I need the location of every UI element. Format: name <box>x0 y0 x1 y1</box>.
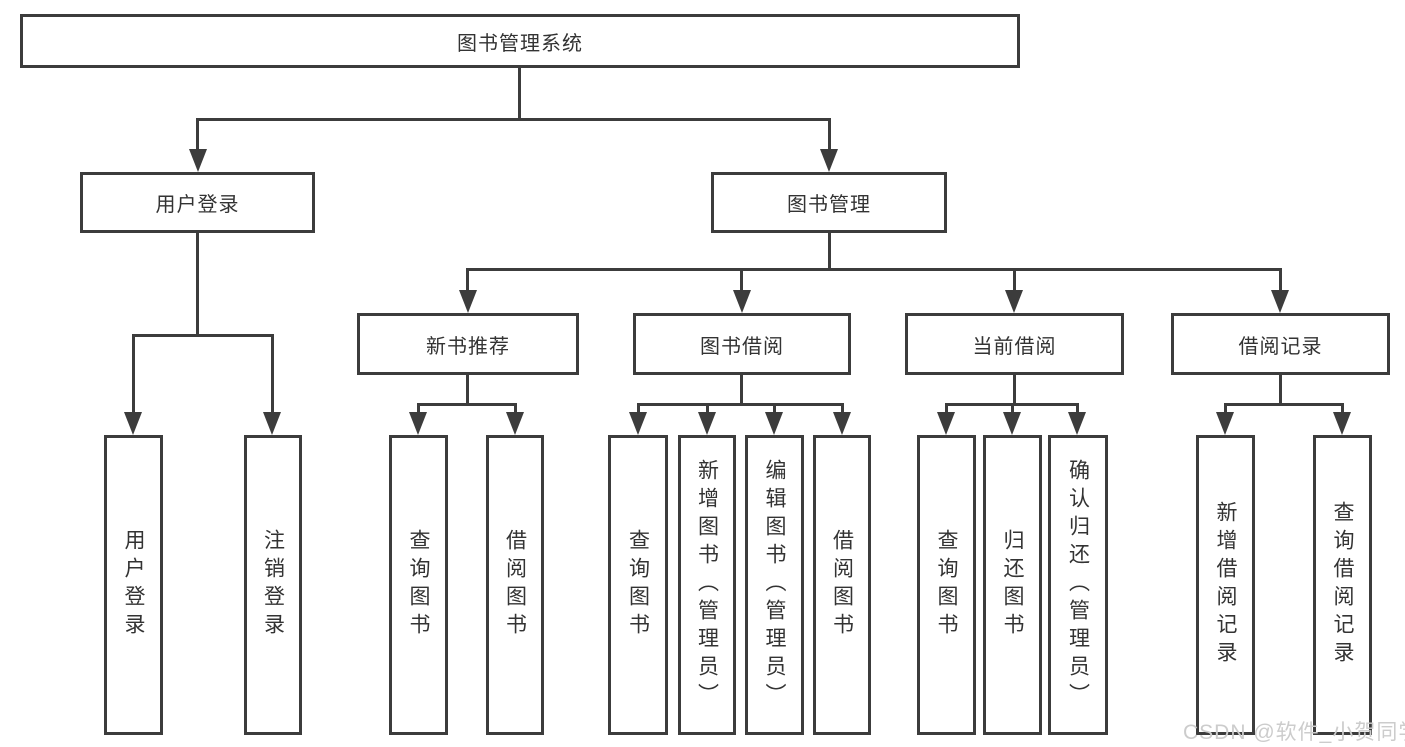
arrow-down-icon <box>698 412 716 435</box>
connector-line <box>417 403 420 412</box>
connector-line <box>828 118 831 150</box>
leaf-query-borrow-record: 查询借阅记录 <box>1313 435 1372 735</box>
node-label: 查询图书 <box>626 529 650 641</box>
node-label: 用户登录 <box>155 194 240 216</box>
node-book-borrow: 图书借阅 <box>633 313 851 375</box>
node-label: 图书借阅 <box>700 335 784 358</box>
arrow-down-icon <box>409 412 427 435</box>
connector-line <box>1279 268 1282 290</box>
leaf-add-book-admin: 新增图书（管理员） <box>678 435 736 735</box>
arrow-down-icon <box>263 412 281 435</box>
arrow-down-icon <box>459 290 477 313</box>
connector-line <box>132 334 274 337</box>
arrow-down-icon <box>833 412 851 435</box>
leaf-query-book-borrow: 查询图书 <box>608 435 668 735</box>
arrow-down-icon <box>765 412 783 435</box>
node-root: 图书管理系统 <box>20 14 1020 68</box>
connector-line <box>1076 403 1079 412</box>
arrow-down-icon <box>937 412 955 435</box>
connector-line <box>466 268 1282 271</box>
arrow-down-icon <box>820 149 838 172</box>
arrow-down-icon <box>124 412 142 435</box>
node-label: 借阅记录 <box>1238 335 1323 358</box>
node-label: 归还图书 <box>1001 529 1024 641</box>
connector-line <box>740 375 743 406</box>
node-label: 新增图书（管理员） <box>695 459 719 711</box>
leaf-logout: 注销登录 <box>244 435 302 735</box>
node-label: 图书管理系统 <box>457 32 583 55</box>
node-label: 确认归还（管理员） <box>1066 459 1090 711</box>
node-label: 新书推荐 <box>426 335 510 358</box>
leaf-borrow-book-recommend: 借阅图书 <box>486 435 544 735</box>
connector-line <box>1279 375 1282 406</box>
connector-line <box>1013 375 1016 406</box>
node-book-management: 图书管理 <box>711 172 947 233</box>
leaf-return-book: 归还图书 <box>983 435 1042 735</box>
csdn-watermark: CSDN @软件_小贺同学 <box>1183 721 1405 744</box>
connector-line <box>466 375 469 406</box>
arrow-down-icon <box>1271 290 1289 313</box>
arrow-down-icon <box>189 149 207 172</box>
leaf-query-book-current: 查询图书 <box>917 435 976 735</box>
node-label: 查询图书 <box>935 529 958 641</box>
connector-line <box>1341 403 1344 412</box>
arrow-down-icon <box>1333 412 1351 435</box>
connector-line <box>197 118 831 121</box>
connector-line <box>514 403 517 412</box>
leaf-add-borrow-record: 新增借阅记录 <box>1196 435 1255 735</box>
node-label: 用户登录 <box>122 529 145 641</box>
node-label: 当前借阅 <box>972 335 1057 358</box>
leaf-user-login: 用户登录 <box>104 435 163 735</box>
connector-line <box>637 403 640 412</box>
node-label: 查询图书 <box>407 529 430 641</box>
node-label: 编辑图书（管理员） <box>763 459 786 711</box>
connector-line <box>196 118 199 150</box>
connector-line <box>132 334 135 412</box>
node-user-login: 用户登录 <box>80 172 315 233</box>
connector-line <box>1011 403 1014 412</box>
arrow-down-icon <box>506 412 524 435</box>
arrow-down-icon <box>1005 290 1023 313</box>
arrow-down-icon <box>629 412 647 435</box>
node-current-borrow: 当前借阅 <box>905 313 1124 375</box>
connector-line <box>271 334 274 412</box>
connector-line <box>196 233 199 337</box>
connector-line <box>740 268 743 290</box>
arrow-down-icon <box>733 290 751 313</box>
node-label: 新增借阅记录 <box>1214 501 1237 669</box>
leaf-query-book-recommend: 查询图书 <box>389 435 448 735</box>
arrow-down-icon <box>1068 412 1086 435</box>
connector-line <box>773 403 776 412</box>
node-label: 查询借阅记录 <box>1331 501 1354 669</box>
connector-line <box>828 233 831 271</box>
arrow-down-icon <box>1216 412 1234 435</box>
connector-line <box>1224 403 1343 406</box>
connector-line <box>1224 403 1227 412</box>
connector-line <box>417 403 517 406</box>
node-label: 借阅图书 <box>503 529 527 641</box>
node-label: 借阅图书 <box>830 529 854 641</box>
leaf-edit-book-admin: 编辑图书（管理员） <box>745 435 804 735</box>
arrow-down-icon <box>1003 412 1021 435</box>
connector-line <box>1013 268 1016 290</box>
node-borrow-record: 借阅记录 <box>1171 313 1390 375</box>
connector-line <box>706 403 709 412</box>
node-new-book-recommend: 新书推荐 <box>357 313 579 375</box>
connector-line <box>841 403 844 412</box>
node-label: 图书管理 <box>787 194 871 216</box>
connector-line <box>518 67 521 120</box>
leaf-confirm-return-admin: 确认归还（管理员） <box>1048 435 1108 735</box>
connector-line <box>637 403 843 406</box>
connector-line <box>466 268 469 290</box>
connector-line <box>945 403 948 412</box>
node-label: 注销登录 <box>261 529 285 641</box>
leaf-borrow-book: 借阅图书 <box>813 435 871 735</box>
